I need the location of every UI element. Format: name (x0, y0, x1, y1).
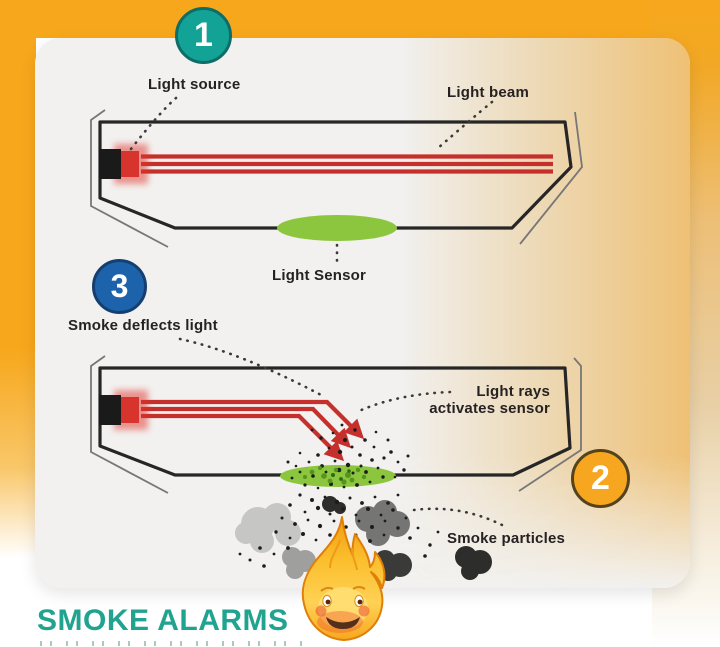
light-rays-label-line1: Light rays (476, 383, 550, 400)
flame-eyes (322, 594, 364, 608)
step-2-badge: 2 (571, 449, 630, 508)
light-source-label: Light source (148, 76, 241, 93)
left-orange-band (0, 0, 36, 600)
flame-mouth (326, 617, 360, 629)
step-1-number: 1 (194, 16, 213, 54)
light-sensor-label: Light Sensor (272, 267, 367, 284)
card-tan-tint (401, 38, 690, 588)
flame-blush (317, 611, 363, 633)
light-beam-label: Light beam (447, 84, 530, 101)
light-rays-label-line2: activates sensor (429, 400, 550, 418)
flame-cheek-left (315, 605, 327, 617)
top-orange-band (0, 0, 720, 38)
flame-inner-glow (318, 587, 368, 629)
flame-cheek-right (358, 605, 370, 617)
clipped-text-line (40, 641, 302, 646)
step-3-badge: 3 (92, 259, 147, 314)
light-rays-label: Light rays activates sensor (400, 383, 550, 418)
smoke-particles-label: Smoke particles (447, 530, 566, 547)
page-title: SMOKE ALARMS (37, 604, 289, 637)
step-3-number: 3 (110, 268, 129, 304)
smoke-deflects-label: Smoke deflects light (68, 317, 218, 334)
step-2-number: 2 (591, 459, 610, 497)
step-1-badge: 1 (175, 7, 232, 64)
